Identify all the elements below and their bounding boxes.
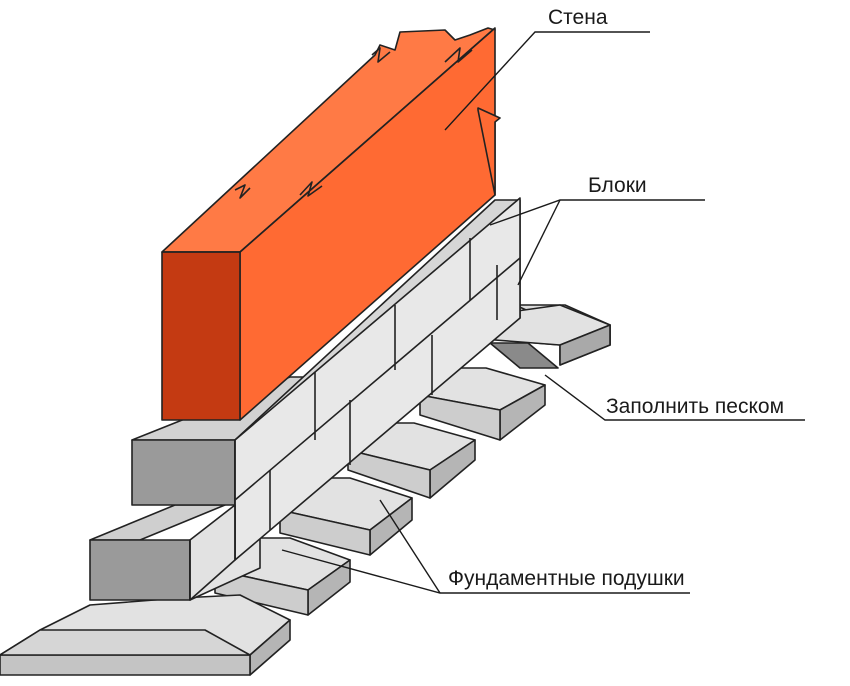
block-face	[89, 539, 191, 601]
wall	[161, 27, 501, 421]
label-foundation-pads: Фундаментные подушки	[448, 567, 685, 590]
leader-wall	[444, 31, 650, 131]
wall-ridge	[162, 27, 496, 253]
block-joint	[234, 257, 521, 501]
label-sand-fill: Заполнить песком	[606, 395, 785, 418]
wall-break-mark	[234, 184, 251, 199]
wall-break	[477, 107, 501, 196]
pad-face	[279, 509, 371, 556]
leader-blocks	[489, 199, 705, 226]
leader-sand	[544, 374, 805, 421]
label-blocks: Блоки	[588, 174, 647, 197]
leader-pads-2	[379, 499, 441, 594]
wall-break-mark	[371, 47, 391, 63]
pad-bevel	[0, 629, 251, 656]
pad-face	[0, 654, 251, 676]
sand-gap	[489, 342, 559, 369]
leader-blocks-2	[517, 199, 561, 286]
pad-face	[419, 394, 501, 441]
leader-lines	[281, 31, 805, 594]
block-end	[131, 439, 236, 506]
pad-end	[559, 324, 611, 366]
wall-break-mark	[299, 181, 323, 197]
wall-end	[161, 251, 241, 421]
wall-break-mark	[444, 47, 473, 63]
label-wall: Стена	[548, 6, 608, 29]
